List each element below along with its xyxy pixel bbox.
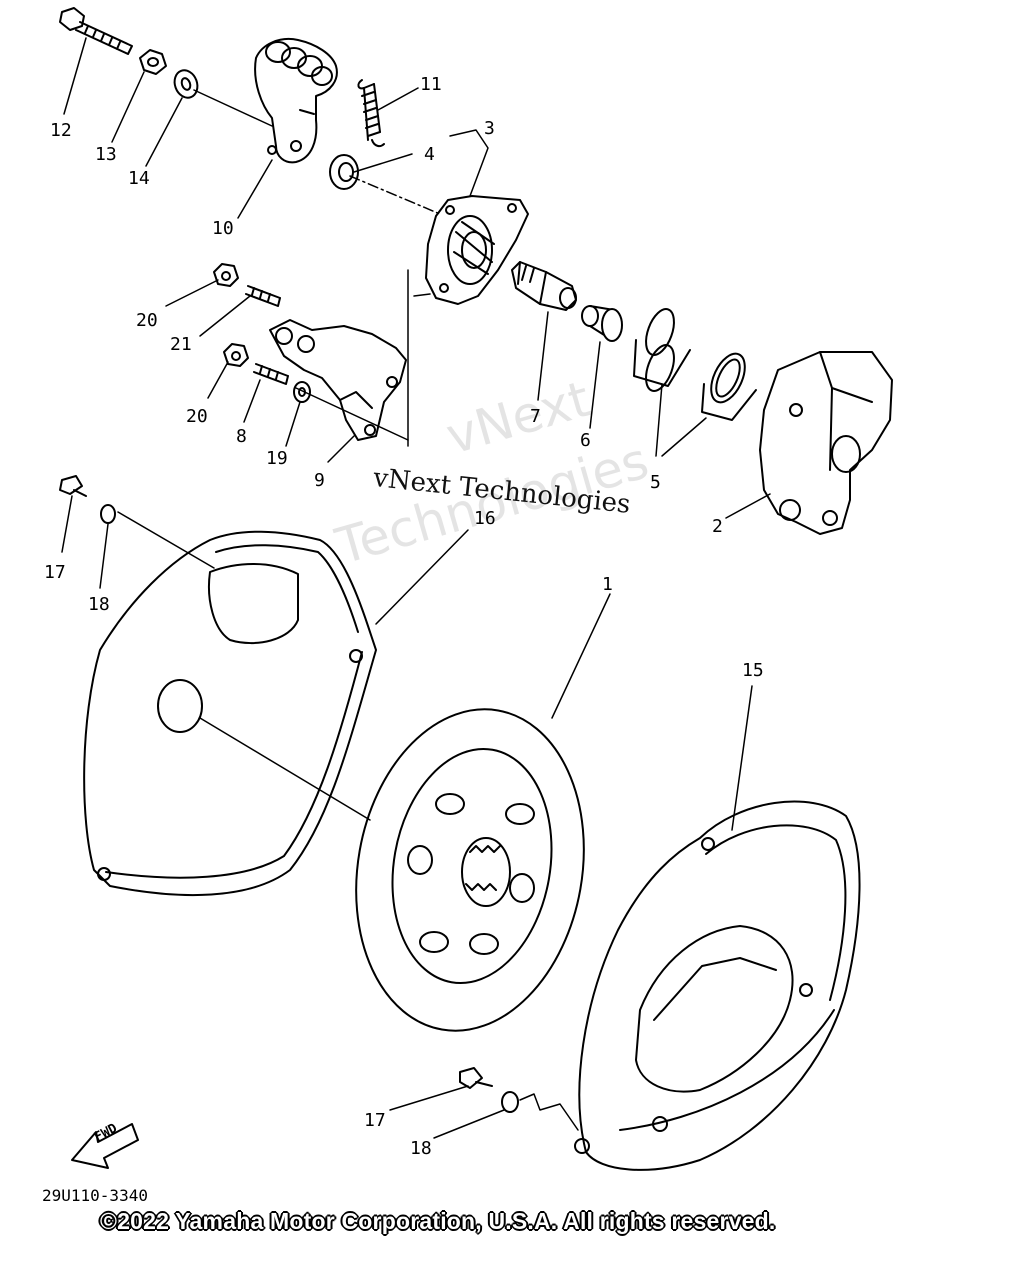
nut-part-13 <box>139 49 167 75</box>
lever-part-10 <box>254 38 338 164</box>
housing-part-3 <box>425 195 529 305</box>
callout-14: 14 <box>128 168 150 189</box>
copyright-notice: ©2022 Yamaha Motor Corporation, U.S.A. A… <box>100 1208 776 1234</box>
leader-lines <box>61 37 771 1139</box>
callout-18b: 18 <box>410 1138 432 1159</box>
cam-part-7 <box>511 261 577 311</box>
callout-17a: 17 <box>44 562 66 583</box>
seal-part-4 <box>329 154 359 190</box>
callout-3: 3 <box>484 118 495 139</box>
rear-cover-part-15 <box>574 800 861 1171</box>
washer-part-19 <box>293 381 311 403</box>
callout-8: 8 <box>236 426 247 447</box>
drawing-code: 29U110-3340 <box>42 1186 148 1205</box>
stud-part-8 <box>253 363 289 385</box>
pin-part-6 <box>581 305 623 342</box>
bolt-part-17b <box>459 1067 493 1089</box>
callout-10: 10 <box>212 218 234 239</box>
callout-4: 4 <box>424 144 435 165</box>
callout-11: 11 <box>420 74 442 95</box>
fwd-arrow-icon <box>71 1123 139 1169</box>
callout-2: 2 <box>712 516 723 537</box>
washer-part-18a <box>100 504 116 524</box>
nut-part-20b <box>223 343 249 367</box>
callout-6: 6 <box>580 430 591 451</box>
callout-12: 12 <box>50 120 72 141</box>
washer-part-18b <box>501 1091 519 1113</box>
washer-part-14 <box>173 69 199 99</box>
callout-1: 1 <box>602 574 613 595</box>
stud-part-21 <box>245 285 281 307</box>
callout-19: 19 <box>266 448 288 469</box>
piston-part-5b <box>701 352 757 421</box>
callout-7: 7 <box>530 406 541 427</box>
callout-20a: 20 <box>136 310 158 331</box>
nut-part-20a <box>213 263 239 287</box>
brake-disc-part-1 <box>355 708 585 1032</box>
callout-5: 5 <box>650 472 661 493</box>
bracket-part-9 <box>269 319 407 441</box>
cover-plate-part-16 <box>83 530 377 897</box>
caliper-part-2 <box>759 351 893 535</box>
callout-21: 21 <box>170 334 192 355</box>
bolt-part-17a <box>59 475 87 497</box>
callout-20b: 20 <box>186 406 208 427</box>
callout-18a: 18 <box>88 594 110 615</box>
spring-part-11 <box>357 79 385 148</box>
callout-15: 15 <box>742 660 764 681</box>
callout-17b: 17 <box>364 1110 386 1131</box>
callout-16: 16 <box>474 508 496 529</box>
callout-13: 13 <box>95 144 117 165</box>
bolt-part-12 <box>59 7 133 55</box>
callout-9: 9 <box>314 470 325 491</box>
piston-part-5a <box>633 308 691 392</box>
